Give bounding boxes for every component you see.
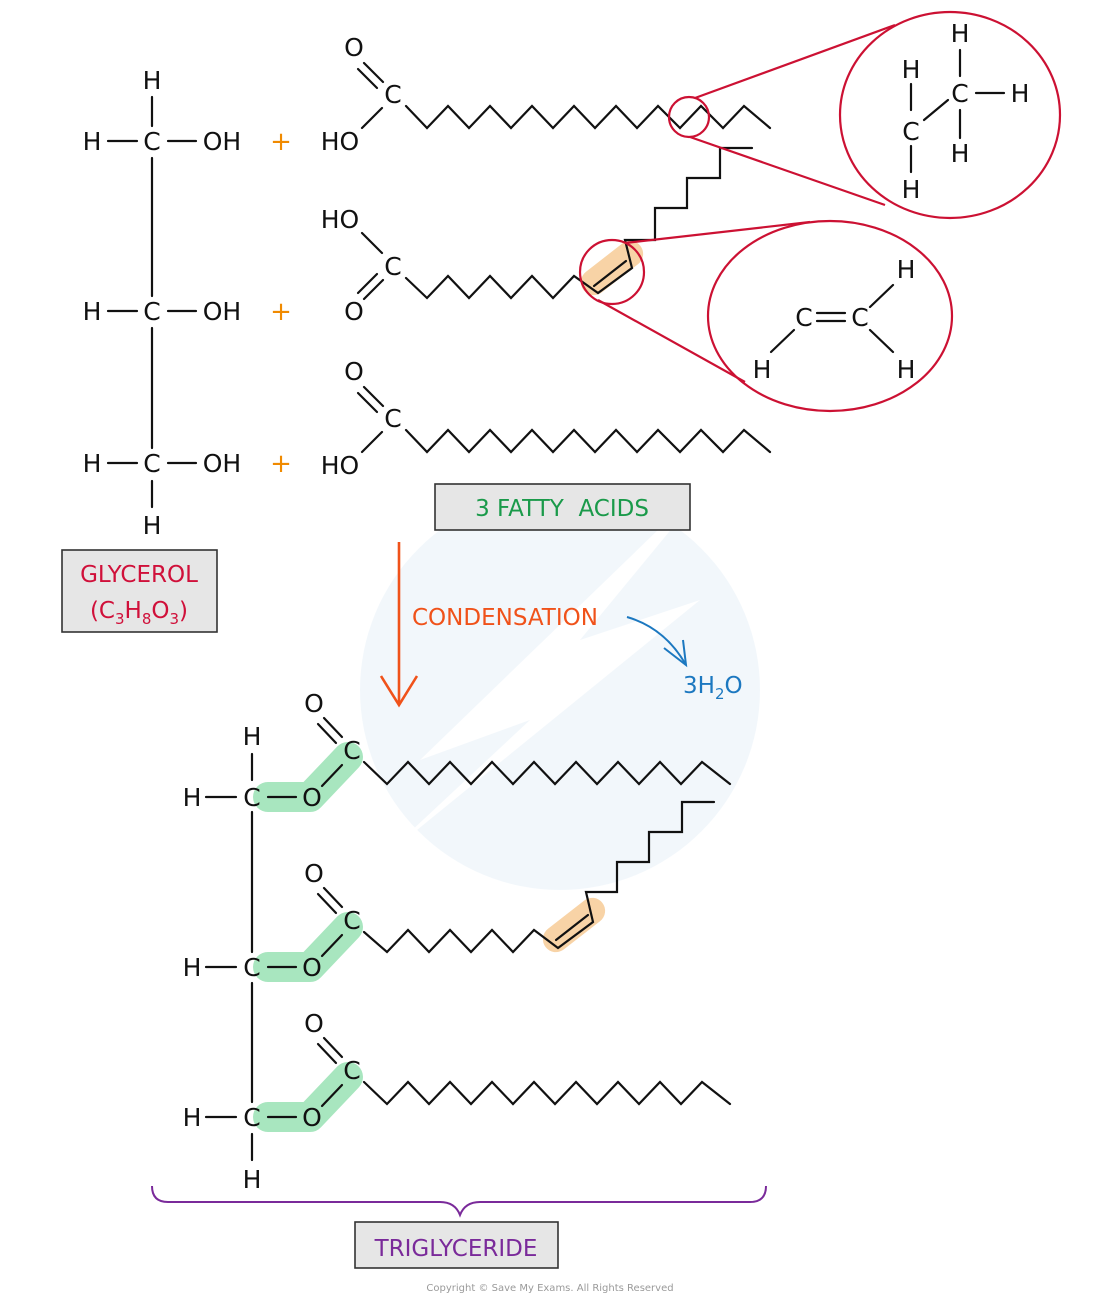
hydroxyl-group: HO (321, 451, 359, 480)
hydroxyl-group: HO (321, 205, 359, 234)
carbon-atom: C (143, 297, 160, 326)
glycerol-formula: (C3H8O3) (90, 598, 188, 628)
hydrogen-atom: H (183, 953, 202, 982)
hydrocarbon-chain (404, 104, 772, 130)
zoom-callout-saturated: H H C H C H H (667, 10, 1062, 220)
oxygen-atom: O (302, 783, 322, 812)
hydrogen-atom: H (902, 55, 921, 84)
oxygen-atom: O (344, 297, 364, 326)
double-bond (554, 913, 590, 942)
water-release-arrow (626, 616, 688, 668)
fatty-acid-unsaturated: HO C O (321, 146, 754, 326)
plus-sign: + (270, 127, 292, 157)
zoom-callout-unsaturated: C C H H H (578, 219, 954, 413)
carbon-atom: C (384, 80, 401, 109)
carbon-atom: C (951, 79, 968, 108)
hydroxyl-group: OH (203, 127, 241, 156)
hydroxyl-group: OH (203, 297, 241, 326)
carbon-atom: C (243, 783, 260, 812)
fatty-acids-label: 3 FATTY ACIDS (475, 496, 649, 522)
carbon-atom: C (795, 303, 812, 332)
watermark-logo (360, 470, 760, 890)
glycerol-label: GLYCEROL (80, 562, 198, 588)
copyright-notice: Copyright © Save My Exams. All Rights Re… (426, 1283, 673, 1294)
plus-sign: + (270, 449, 292, 479)
oxygen-atom: O (304, 1009, 324, 1038)
hydrogen-atom: H (753, 355, 772, 384)
oxygen-atom: O (304, 689, 324, 718)
carbon-atom: C (143, 449, 160, 478)
hydrogen-atom: H (951, 139, 970, 168)
hydrogen-atom: H (143, 511, 162, 540)
hydrogen-atom: H (83, 127, 102, 156)
carbon-atom: C (243, 953, 260, 982)
carbon-atom: C (143, 127, 160, 156)
carbon-atom: C (343, 736, 360, 765)
triglyceride-brace (151, 1185, 767, 1218)
hydrogen-atom: H (243, 722, 262, 751)
hydrogen-atom: H (951, 19, 970, 48)
hydrogen-atom: H (83, 449, 102, 478)
fatty-acid-saturated-1: O C HO (321, 33, 772, 156)
hydroxyl-group: OH (203, 449, 241, 478)
hydrocarbon-chain (404, 428, 772, 454)
hydrogen-atom: H (902, 175, 921, 204)
carbon-atom: C (902, 117, 919, 146)
hydrogen-atom: H (897, 355, 916, 384)
condensation-arrow (379, 542, 419, 708)
hydrogen-atom: H (183, 1103, 202, 1132)
carbon-atom: C (343, 906, 360, 935)
hydroxyl-group: HO (321, 127, 359, 156)
hydrocarbon-chain (404, 146, 754, 300)
plus-sign: + (270, 297, 292, 327)
oxygen-atom: O (344, 33, 364, 62)
triglyceride-molecule: H H C O C O H C O C O H C O C O H (183, 689, 732, 1194)
hydrogen-atom: H (143, 66, 162, 95)
hydrogen-atom: H (83, 297, 102, 326)
hydrocarbon-chain (362, 1080, 732, 1106)
oxygen-atom: O (302, 953, 322, 982)
glycerol-label-box: GLYCEROL (C3H8O3) (61, 549, 218, 633)
fatty-acids-label-box: 3 FATTY ACIDS (434, 483, 691, 531)
triglyceride-label: TRIGLYCERIDE (374, 1236, 538, 1262)
triglyceride-label-box: TRIGLYCERIDE (354, 1221, 559, 1269)
carbon-atom: C (384, 252, 401, 281)
glycerol-molecule: H H C OH H C OH H C OH H (83, 66, 242, 540)
hydrocarbon-chain (362, 800, 716, 954)
hydrocarbon-chain (362, 760, 732, 786)
hydrogen-atom: H (1011, 79, 1030, 108)
carbon-atom: C (243, 1103, 260, 1132)
condensation-label: CONDENSATION (412, 605, 598, 631)
oxygen-atom: O (304, 859, 324, 888)
oxygen-atom: O (302, 1103, 322, 1132)
hydrogen-atom: H (897, 255, 916, 284)
carbon-atom: C (343, 1056, 360, 1085)
water-byproduct: 3H2O (683, 673, 743, 703)
carbon-atom: C (384, 404, 401, 433)
hydrogen-atom: H (243, 1165, 262, 1194)
carbon-atom: C (851, 303, 868, 332)
oxygen-atom: O (344, 357, 364, 386)
double-bond (592, 259, 628, 288)
hydrogen-atom: H (183, 783, 202, 812)
fatty-acid-saturated-3: O C HO (321, 357, 772, 480)
